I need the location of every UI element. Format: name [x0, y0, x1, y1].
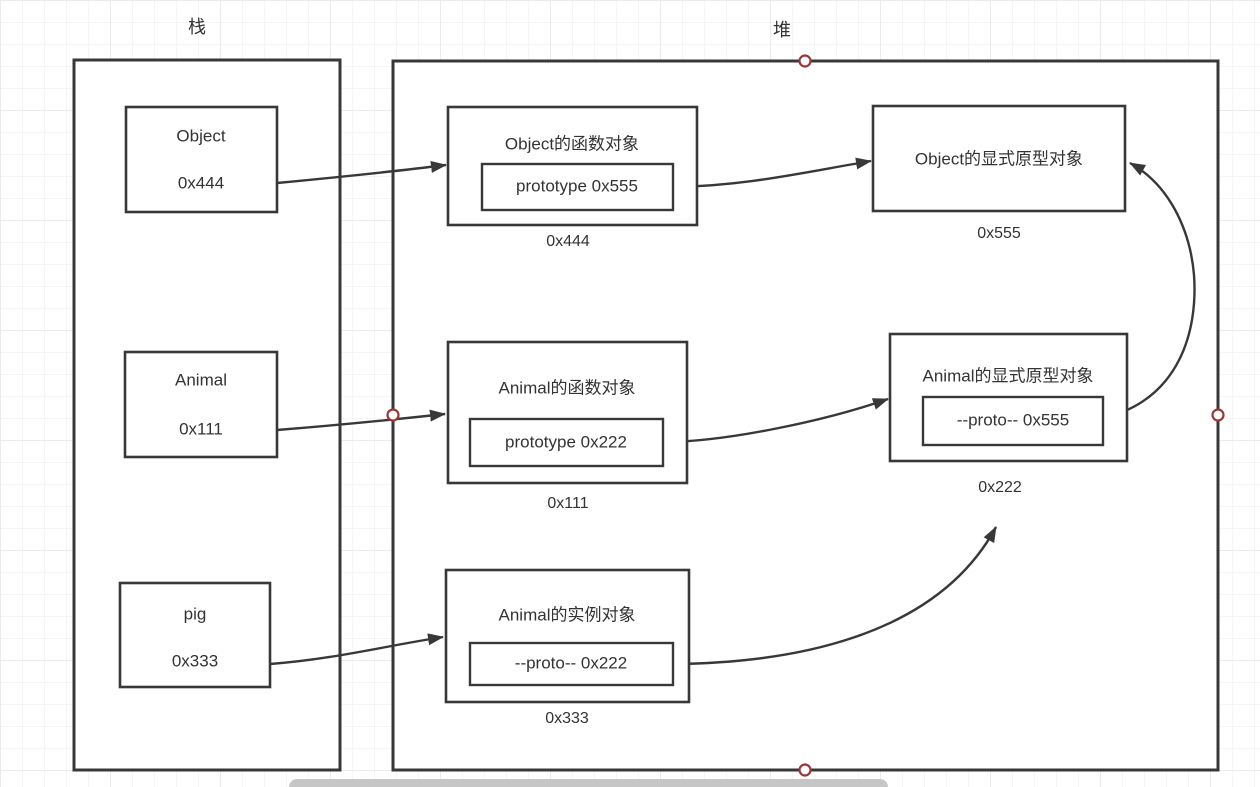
var-name: Object	[176, 126, 225, 145]
var-name: pig	[184, 604, 207, 623]
var-box-object[interactable]: Object 0x444	[124, 105, 279, 214]
connector-animal-to-function[interactable]	[276, 409, 446, 432]
address-label: 0x444	[546, 233, 590, 250]
horizontal-scrollbar[interactable]	[289, 779, 888, 787]
prototype-slot[interactable]	[480, 162, 675, 212]
prototype-slot-label: prototype 0x222	[505, 432, 627, 451]
heap-box-object-function[interactable]: Object的函数对象 prototype 0x555 0x444	[446, 105, 699, 250]
connector-proto222-to-animal-proto[interactable]	[672, 526, 998, 666]
prototype-slot[interactable]	[468, 417, 665, 468]
heap-box-title: Animal的显式原型对象	[923, 366, 1094, 385]
heap-box-animal-prototype[interactable]: Animal的显式原型对象 --proto-- 0x555 0x222	[888, 332, 1129, 496]
selection-handle-bottom[interactable]	[798, 763, 812, 777]
address-label: 0x333	[545, 710, 589, 727]
prototype-slot-label: prototype 0x555	[516, 176, 638, 195]
connector-prototype555-to-object-proto[interactable]	[672, 157, 872, 189]
proto-slot[interactable]	[468, 641, 675, 687]
selection-handle-left[interactable]	[386, 408, 400, 422]
heap-box-animal-instance[interactable]: Animal的实例对象 --proto-- 0x222 0x333	[444, 568, 691, 727]
heap-label: 堆	[773, 20, 791, 40]
var-address: 0x111	[179, 419, 223, 438]
var-box-object-rect[interactable]	[124, 105, 279, 214]
proto-slot-label: --proto-- 0x222	[515, 653, 627, 672]
var-box-animal[interactable]: Animal 0x111	[123, 350, 279, 459]
connector-object-to-function[interactable]	[276, 160, 447, 185]
var-box-pig-rect[interactable]	[118, 581, 272, 689]
var-box-animal-rect[interactable]	[123, 350, 279, 459]
connector-pig-to-instance[interactable]	[269, 633, 444, 666]
var-name: Animal	[175, 370, 227, 389]
proto-slot-label: --proto-- 0x555	[957, 410, 1069, 429]
heap-box-object-prototype-rect[interactable]	[871, 104, 1127, 213]
selection-handle-right[interactable]	[1211, 408, 1225, 422]
heap-box-animal-function[interactable]: Animal的函数对象 prototype 0x222 0x111	[446, 340, 689, 512]
heap-box-object-prototype[interactable]: Object的显式原型对象 0x555	[871, 104, 1127, 242]
proto-slot[interactable]	[921, 395, 1105, 447]
var-address: 0x444	[178, 173, 224, 192]
heap-box-title: Object的函数对象	[505, 134, 639, 153]
heap-box-title: Animal的实例对象	[499, 605, 636, 624]
var-address: 0x333	[172, 651, 218, 670]
address-label: 0x555	[977, 225, 1021, 242]
connector-proto555-to-object-proto[interactable]	[1102, 161, 1196, 420]
stack-label: 栈	[188, 17, 206, 37]
selection-handle-top[interactable]	[798, 54, 812, 68]
heap-box-title: Animal的函数对象	[499, 378, 636, 397]
address-label: 0x222	[978, 479, 1022, 496]
heap-box-title: Object的显式原型对象	[915, 149, 1083, 168]
address-label: 0x111	[547, 495, 588, 512]
var-box-pig[interactable]: pig 0x333	[118, 581, 272, 689]
